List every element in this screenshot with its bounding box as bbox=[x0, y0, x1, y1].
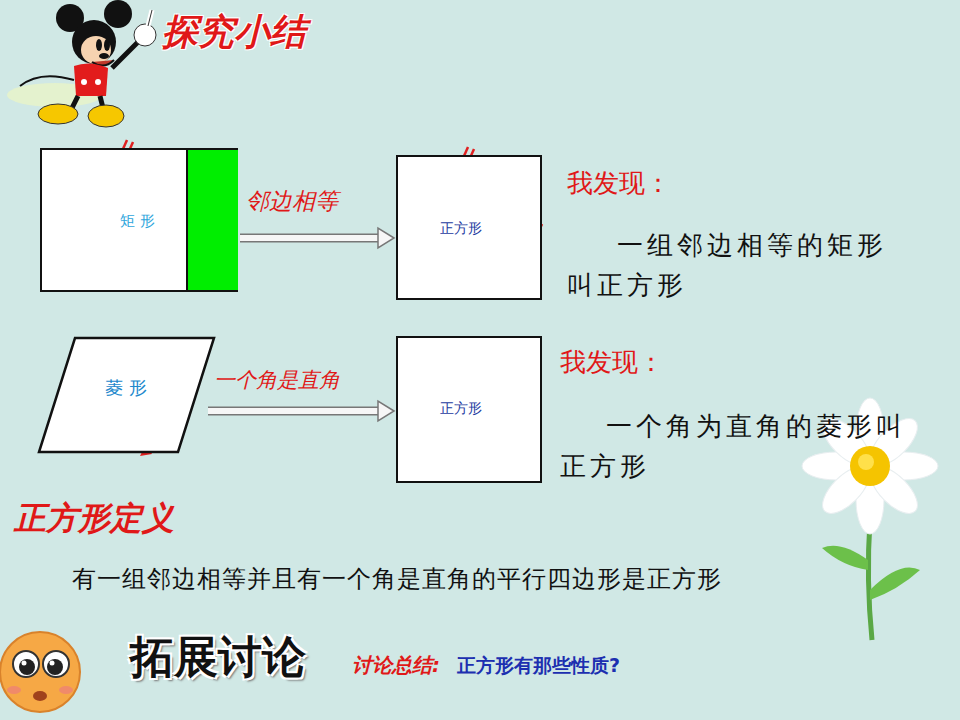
hollow-arrow bbox=[240, 228, 394, 248]
shape-label: 矩 形 bbox=[120, 212, 155, 231]
rectangle-shape: 矩 形 bbox=[40, 148, 238, 292]
mickey-figure bbox=[7, 0, 156, 127]
rhombus-shape: 菱 形 bbox=[37, 336, 216, 454]
finding-heading: 我发现： bbox=[567, 166, 671, 201]
discussion-summary-label: 讨论总结: bbox=[352, 652, 440, 679]
emoticon-face bbox=[0, 632, 80, 712]
shape-label: 正方形 bbox=[440, 220, 482, 238]
arrow-label: 一个角是直角 bbox=[214, 366, 340, 394]
square-shape: 正方形 bbox=[396, 155, 542, 300]
shape-label: 菱 形 bbox=[105, 376, 147, 400]
hollow-arrow bbox=[208, 401, 394, 421]
discussion-heading: 拓展讨论 bbox=[130, 628, 306, 687]
discussion-question: 正方形有那些性质? bbox=[457, 653, 620, 679]
finding-text: 一个角为直角的菱形叫正方形 bbox=[560, 406, 935, 486]
finding-heading: 我发现： bbox=[560, 345, 664, 380]
square-shape: 正方形 bbox=[396, 336, 542, 483]
definition-heading: 正方形定义 bbox=[14, 497, 174, 541]
shape-label: 正方形 bbox=[440, 400, 482, 418]
finding-text: 一组邻边相等的矩形叫正方形 bbox=[567, 225, 912, 305]
arrow-label: 邻边相等 bbox=[246, 186, 338, 217]
slide-title: 探究小结 bbox=[162, 8, 306, 57]
green-extension bbox=[186, 150, 238, 290]
definition-text: 有一组邻边相等并且有一个角是直角的平行四边形是正方形 bbox=[72, 563, 722, 595]
